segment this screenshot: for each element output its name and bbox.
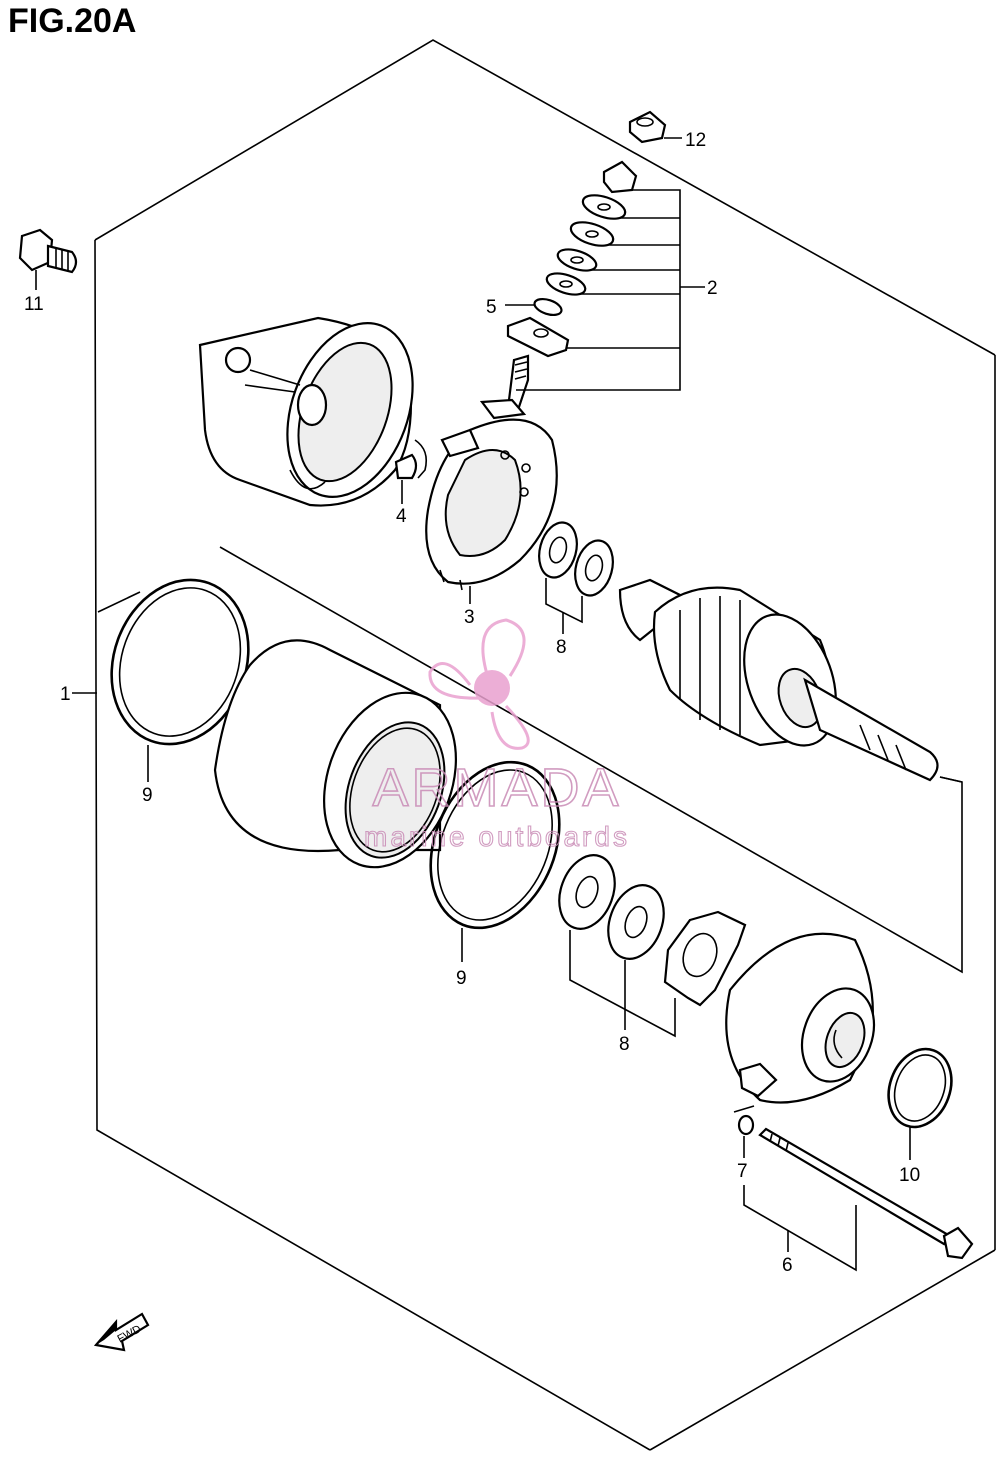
armature — [618, 578, 963, 783]
part-6-bracket — [743, 1185, 857, 1272]
callout-11: 11 — [24, 294, 44, 315]
callout-9-upper: 9 — [142, 785, 153, 806]
through-bolt — [758, 1127, 974, 1260]
armada-watermark: ARMADA marine outboards — [363, 618, 630, 853]
callout-8-lower: 8 — [619, 1034, 630, 1055]
fwd-arrow: FWD — [93, 1312, 150, 1352]
yoke-stator — [213, 639, 457, 869]
o-ring-9-lower — [429, 760, 561, 962]
thrust-washers-8-upper — [538, 521, 614, 634]
o-ring-10 — [887, 1047, 953, 1160]
washer-7 — [733, 1105, 755, 1158]
watermark-brand: ARMADA — [372, 758, 621, 818]
rear-bracket — [198, 316, 414, 507]
nut-12 — [628, 110, 667, 144]
callout-10: 10 — [899, 1165, 920, 1186]
lock-plate — [663, 910, 747, 1007]
terminal-hardware-stack — [479, 160, 705, 420]
front-bracket — [725, 932, 876, 1104]
callout-7: 7 — [737, 1161, 748, 1182]
fwd-label: FWD — [115, 1323, 143, 1345]
callout-6: 6 — [782, 1255, 793, 1276]
callout-8-upper: 8 — [556, 637, 567, 658]
brush-spring-4 — [394, 439, 428, 480]
callout-2: 2 — [707, 278, 718, 299]
callout-1: 1 — [60, 684, 71, 705]
thrust-washers-8-lower — [558, 854, 676, 1038]
callout-3: 3 — [464, 607, 475, 628]
propeller-logo-icon — [428, 618, 530, 750]
callout-4: 4 — [396, 506, 407, 527]
propeller-hub-icon — [474, 670, 510, 706]
assembly-frame — [94, 39, 996, 1451]
callout-5: 5 — [486, 297, 497, 318]
bolt-11 — [18, 228, 78, 274]
brush-holder-3 — [425, 418, 558, 604]
callout-12: 12 — [685, 130, 706, 151]
figure-title: FIG.20A — [8, 2, 137, 40]
callout-9-lower: 9 — [456, 968, 467, 989]
watermark-tagline: marine outboards — [364, 821, 630, 852]
